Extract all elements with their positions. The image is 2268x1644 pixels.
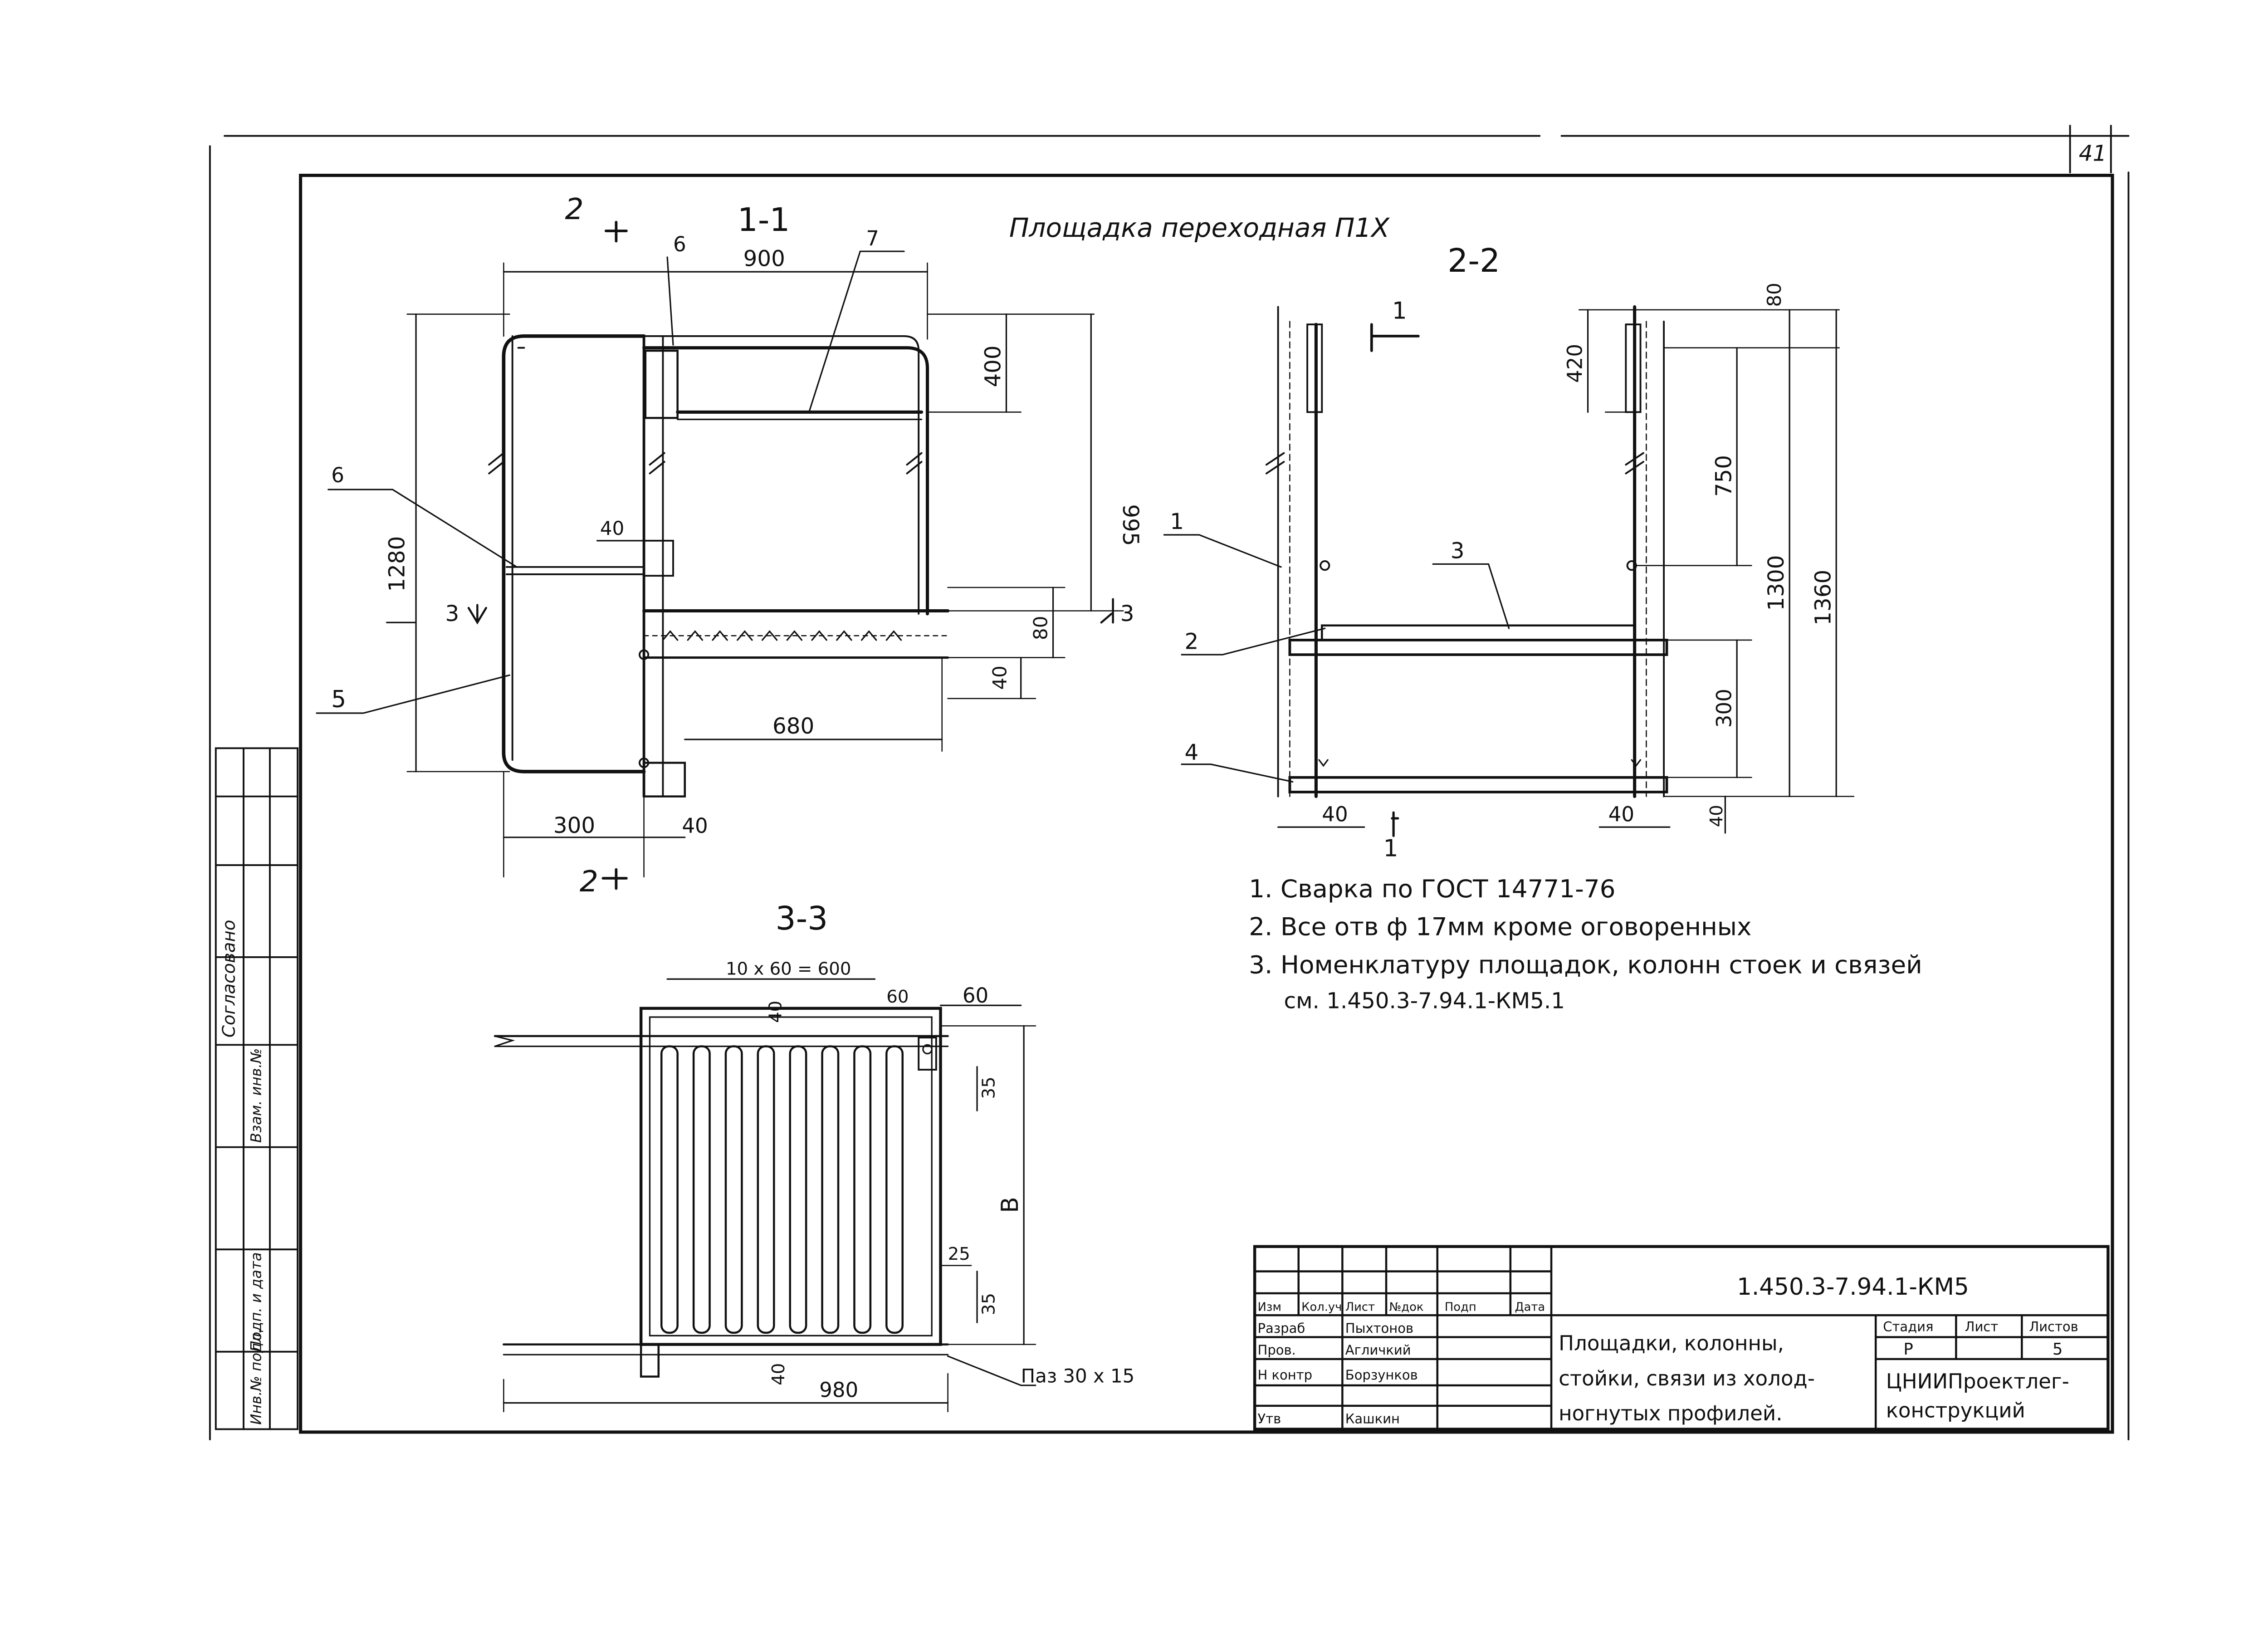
tb-desc-1: Площадки, колонны, xyxy=(1559,1331,1784,1355)
dim-40-33: 40 xyxy=(765,1001,786,1023)
dim-80: 80 xyxy=(1030,616,1052,640)
callout-6-left: 6 xyxy=(331,463,344,487)
tb-stage-label: Стадия xyxy=(1883,1319,1933,1335)
dim-680: 680 xyxy=(772,714,814,739)
dim-1300: 1300 xyxy=(1764,555,1789,611)
note-3: 3. Номенклатуру площадок, колонн стоек и… xyxy=(1249,950,1922,979)
dim-40-lower: 40 xyxy=(988,665,1011,690)
dim-40-mid: 40 xyxy=(600,517,624,539)
dim-300-2: 300 xyxy=(1712,689,1736,728)
slot-label: Паз 30 x 15 xyxy=(1021,1365,1135,1387)
sheet-frame xyxy=(209,125,2130,1440)
tb-h-list: Лист xyxy=(1345,1301,1375,1314)
dim-980: 980 xyxy=(819,1378,858,1402)
tb-h-date: Дата xyxy=(1515,1301,1545,1314)
tb-desc-3: ногнутых профилей. xyxy=(1559,1401,1782,1425)
tb-sheet-label: Лист xyxy=(1965,1319,1999,1335)
tb-org-1: ЦНИИПроектлег- xyxy=(1886,1369,2069,1393)
dim-40-left: 40 xyxy=(1322,802,1348,826)
doc-code: 1.450.3-7.94.1-КМ5 xyxy=(1737,1273,1969,1301)
dim-spacing: 10 x 60 = 600 xyxy=(726,959,851,979)
sheet-text: 41 Площадка переходная П1Х Согласовано В… xyxy=(219,141,2107,1426)
tb-name-1: Пыхтонов xyxy=(1345,1321,1413,1336)
section-3-3-label: 3-3 xyxy=(776,900,828,937)
tb-role-2: Пров. xyxy=(1258,1342,1296,1358)
callout-2: 2 xyxy=(1184,629,1198,654)
side-stamp xyxy=(215,747,299,1430)
callout-6-top: 6 xyxy=(673,232,686,256)
tb-sheets: 5 xyxy=(2053,1340,2063,1359)
dim-35-bot: 35 xyxy=(979,1293,999,1315)
dim-60-a: 60 xyxy=(886,987,909,1007)
callout-1: 1 xyxy=(1170,509,1184,534)
dim-60-b: 60 xyxy=(963,983,988,1008)
tb-h-doc: №док xyxy=(1389,1301,1423,1314)
dim-1280: 1280 xyxy=(384,536,410,592)
page-number: 41 xyxy=(2079,141,2107,166)
section-2-2-drawing xyxy=(1163,305,1855,837)
side-stamp-col2: Подп. и дата xyxy=(248,1252,265,1351)
section-1-1-label: 1-1 xyxy=(738,201,790,239)
note-2: 2. Все отв ф 17мм кроме оговоренных xyxy=(1249,912,1751,941)
side-stamp-agreed: Согласовано xyxy=(219,920,240,1038)
tb-name-4: Кашкин xyxy=(1345,1411,1400,1427)
side-stamp-col1: Инв.№ подл. xyxy=(248,1329,265,1425)
tb-h-izm: Изм xyxy=(1258,1301,1281,1314)
side-stamp-col3: Взам. инв.№ xyxy=(248,1048,265,1143)
section-3-mark-left: 3 xyxy=(445,601,459,626)
tb-desc-2: стойки, связи из холод- xyxy=(1559,1366,1815,1390)
dim-B: В xyxy=(997,1197,1024,1213)
dim-80-top: 80 xyxy=(1763,283,1785,307)
tb-h-podp: Подп xyxy=(1445,1301,1476,1314)
title-block-grid xyxy=(1253,1245,2110,1431)
note-1: 1. Сварка по ГОСТ 14771-76 xyxy=(1249,874,1615,903)
cut-mark-2-bottom: 2 xyxy=(580,865,598,899)
section-2-2-label: 2-2 xyxy=(1447,242,1500,279)
dim-420: 420 xyxy=(1563,344,1587,383)
tb-h-kol: Кол.уч xyxy=(1301,1301,1342,1314)
callout-7: 7 xyxy=(866,226,879,250)
dim-40-bottom: 40 xyxy=(682,814,708,838)
section-3-3-drawing xyxy=(494,978,1036,1413)
section-1-1-drawing xyxy=(316,220,1124,890)
tb-stage: Р xyxy=(1903,1340,1913,1359)
dim-750: 750 xyxy=(1711,455,1736,497)
dim-995: 995 xyxy=(1118,504,1143,546)
dim-40-bot: 40 xyxy=(768,1363,789,1385)
tb-name-3: Борзунков xyxy=(1345,1367,1418,1383)
dim-900: 900 xyxy=(743,246,785,271)
note-3-ref: см. 1.450.3-7.94.1-КМ5.1 xyxy=(1284,988,1565,1014)
tb-name-2: Агличкий xyxy=(1345,1342,1411,1358)
callout-3: 3 xyxy=(1451,538,1465,564)
tb-role-1: Разраб xyxy=(1258,1321,1305,1336)
callout-5: 5 xyxy=(331,686,346,713)
sheet-title: Площадка переходная П1Х xyxy=(1009,212,1390,243)
callout-4: 4 xyxy=(1184,740,1198,765)
tb-role-4: Утв xyxy=(1258,1411,1281,1427)
section-3-mark-right: 3 xyxy=(1120,601,1134,626)
dim-40-side: 40 xyxy=(1706,805,1727,827)
tb-role-3: Н контр xyxy=(1258,1367,1312,1383)
dim-300: 300 xyxy=(553,813,595,838)
dim-25: 25 xyxy=(948,1244,970,1264)
cut-mark-1-bottom: 1 xyxy=(1383,835,1398,862)
tb-sheets-label: Листов xyxy=(2029,1319,2078,1335)
cut-mark-2-top: 2 xyxy=(565,192,584,226)
dim-1360: 1360 xyxy=(1810,570,1836,626)
dim-400: 400 xyxy=(981,345,1006,387)
tb-org-2: конструкций xyxy=(1886,1399,2025,1423)
cut-mark-1-top: 1 xyxy=(1392,297,1407,324)
dim-40-right: 40 xyxy=(1608,802,1634,826)
dim-35-top: 35 xyxy=(979,1076,999,1099)
